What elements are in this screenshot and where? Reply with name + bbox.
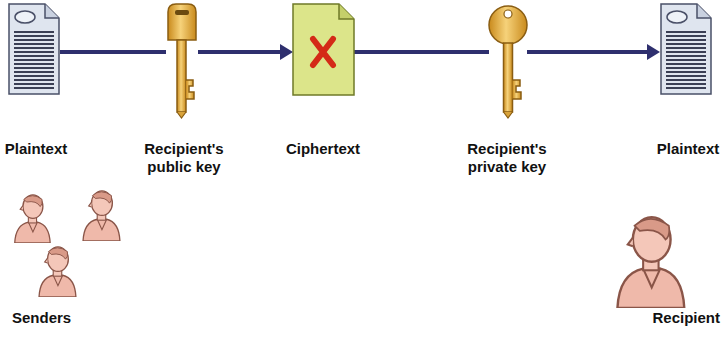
node-label: Ciphertext (286, 140, 360, 158)
flow-line (198, 50, 283, 54)
flow-arrow (527, 44, 660, 60)
senders-figures (15, 191, 120, 297)
ciphertext-icon (293, 4, 354, 95)
key-icon: Recipient's private key (489, 6, 527, 118)
flow-line (60, 50, 166, 54)
recipient-figure (617, 217, 684, 308)
arrow-head (647, 44, 660, 60)
flow-line (527, 50, 650, 54)
plaintext-document: Plaintext (8, 3, 60, 95)
plaintext-document: Plaintext (660, 3, 712, 95)
node-label: Plaintext (5, 140, 68, 158)
flow-arrow (198, 44, 293, 60)
flow-arrow (60, 52, 166, 53)
role-label: Senders (12, 309, 71, 327)
role-label: Recipient (652, 309, 720, 327)
arrow-head (280, 44, 293, 60)
flow-line (354, 50, 489, 54)
public-key-icon (168, 4, 196, 118)
private-key-icon (489, 6, 527, 118)
node-label: Recipient's private key (452, 140, 562, 176)
key-icon: Recipient's public key (166, 4, 198, 118)
flow-arrow (354, 52, 489, 53)
ciphertext-document: Ciphertext (293, 4, 354, 95)
node-label: Recipient's public key (129, 140, 239, 176)
node-label: Plaintext (657, 140, 720, 158)
